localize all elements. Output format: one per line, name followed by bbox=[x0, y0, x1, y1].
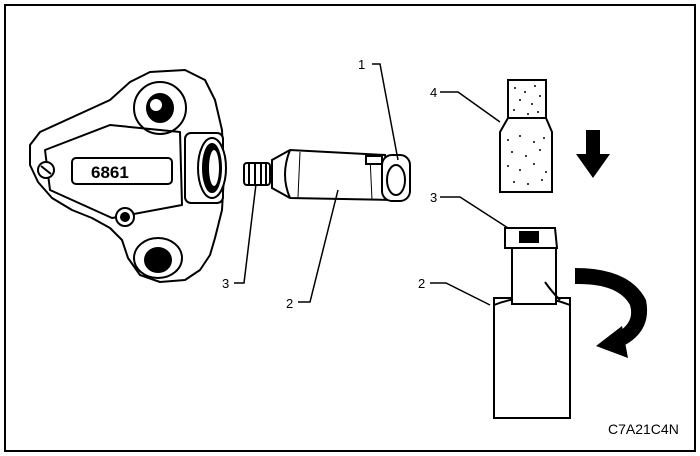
installer-tool bbox=[499, 79, 553, 193]
valve-insert bbox=[504, 227, 561, 305]
spring bbox=[243, 162, 271, 186]
callout-2-right: 2 bbox=[418, 276, 425, 291]
housing-body bbox=[29, 69, 227, 283]
callout-4: 4 bbox=[430, 85, 437, 100]
tool-stipple bbox=[507, 85, 547, 185]
end-cap bbox=[365, 154, 411, 202]
figure-frame bbox=[4, 4, 696, 452]
housing-stamp-text: 6861 bbox=[91, 163, 129, 182]
callout-2-left: 2 bbox=[286, 296, 293, 311]
rotate-arrow bbox=[575, 268, 648, 358]
callout-1: 1 bbox=[358, 57, 365, 72]
callout-3-right: 3 bbox=[430, 190, 437, 205]
shaft-tube bbox=[493, 296, 571, 419]
leader-lines bbox=[234, 63, 509, 306]
callout-3-left: 3 bbox=[222, 276, 229, 291]
down-arrow bbox=[576, 130, 610, 178]
figure-code: C7A21C4N bbox=[608, 421, 679, 437]
